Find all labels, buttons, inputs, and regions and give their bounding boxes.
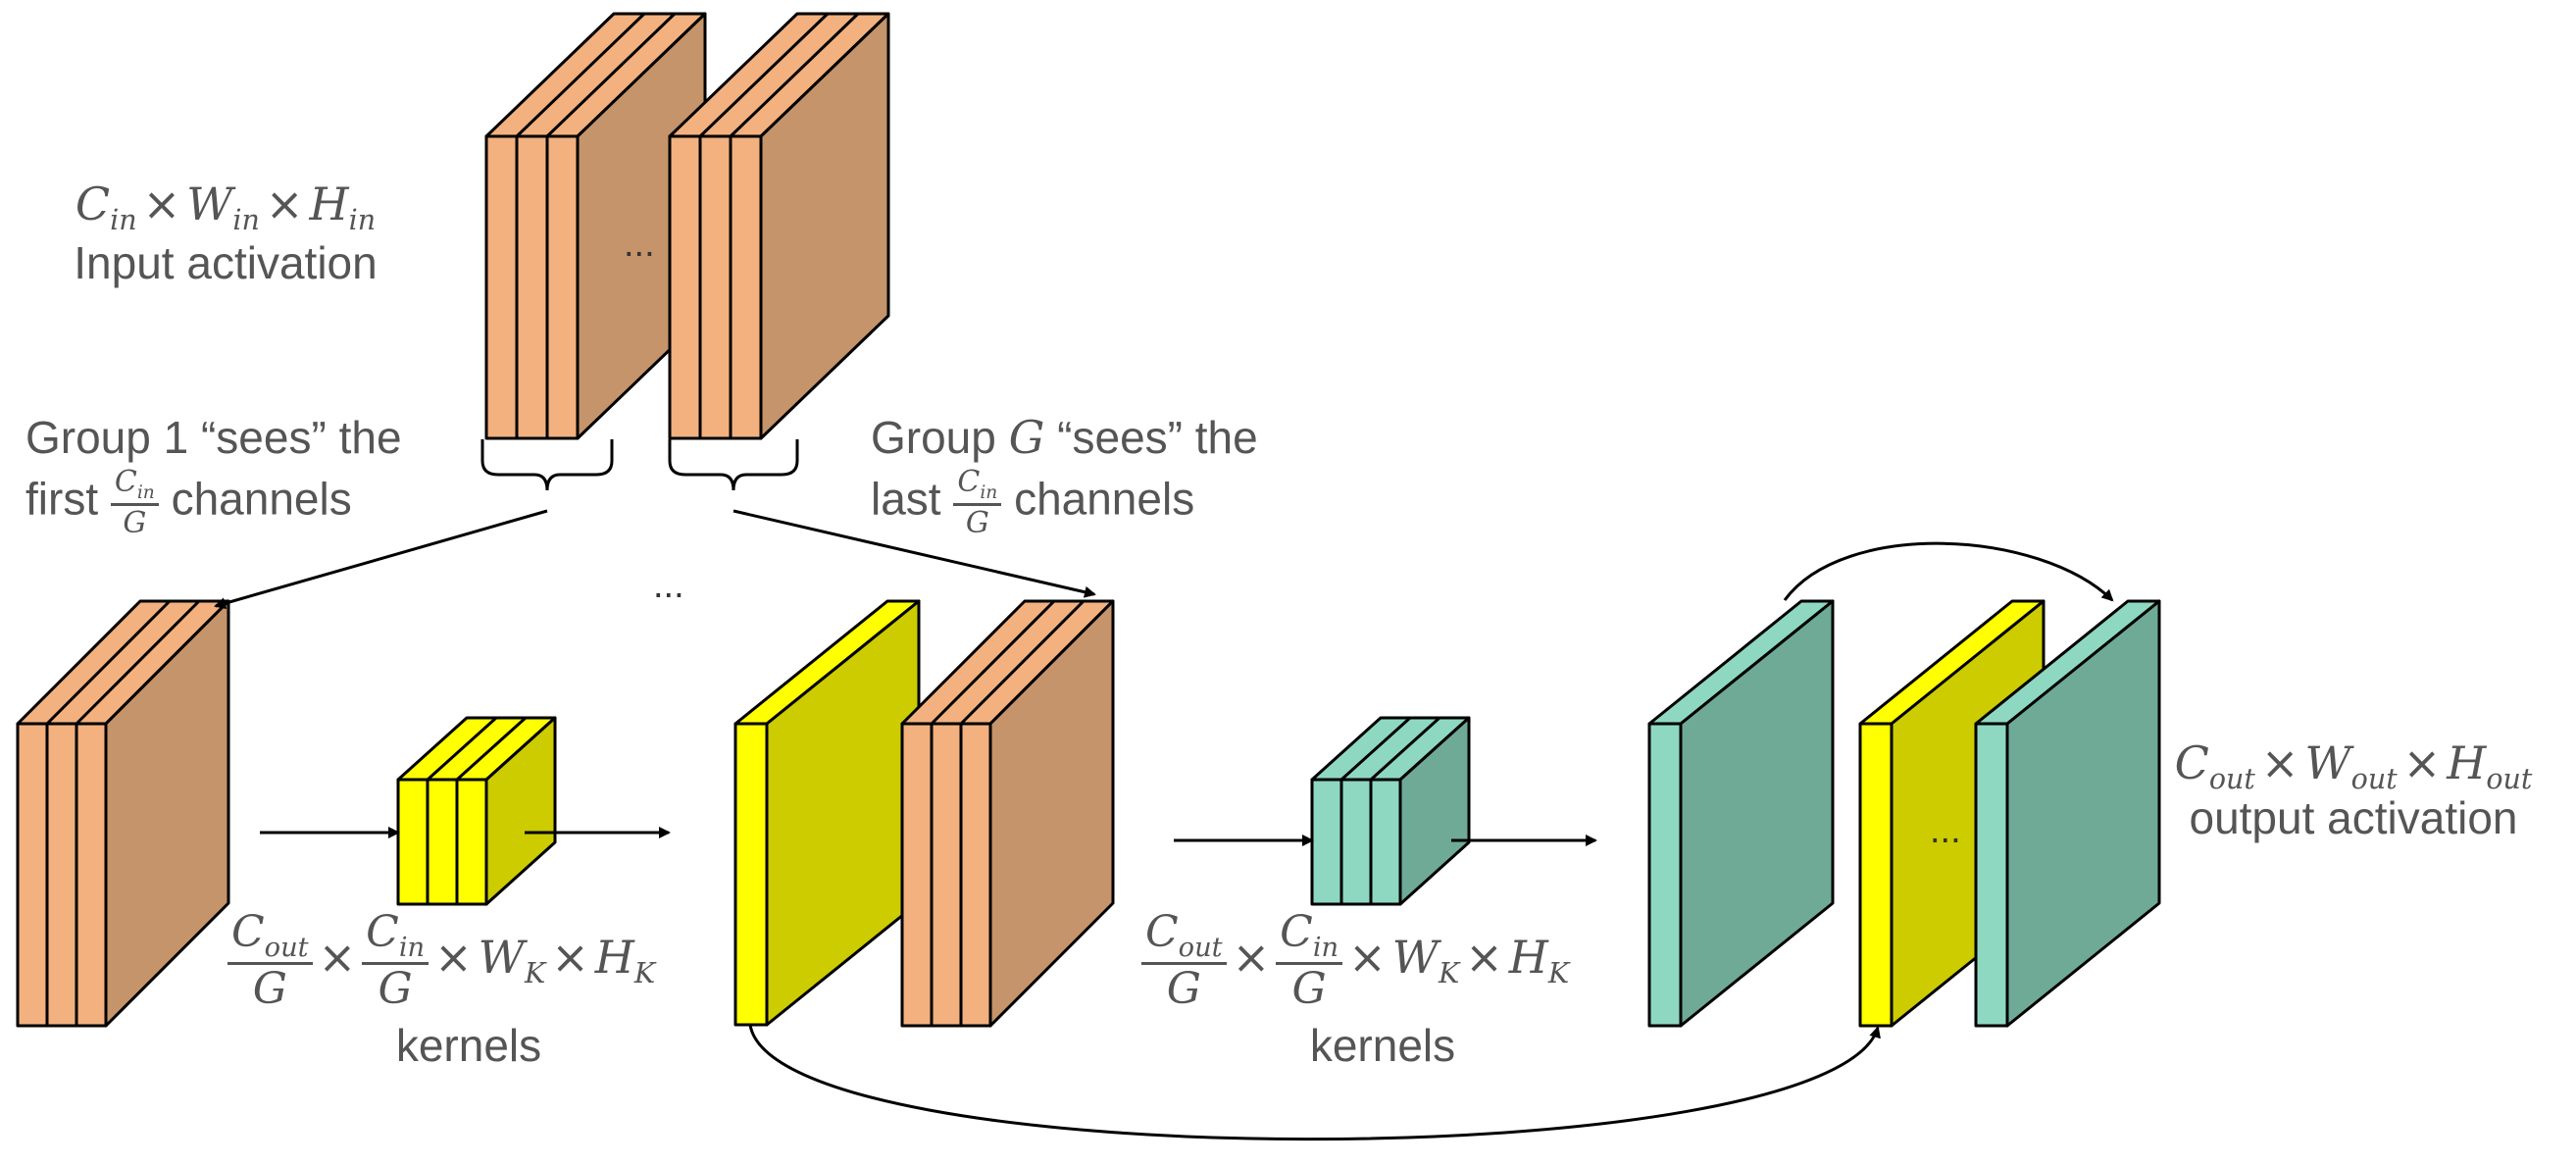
input-group-1-ridge-2 [545,12,677,138]
groupG-input-ridge-1 [930,599,1056,726]
output-activation-caption: output activation [2189,792,2518,843]
groupG-kernel-ridge-1 [1339,716,1412,782]
groupG-output-side [1679,599,1835,1028]
groups-ellipsis: ... [653,565,684,606]
kernels-caption-1: kernels [395,1020,542,1071]
final-output-teal-slab-1 [1974,722,2009,1028]
group1-output-side [765,599,921,1027]
groupG-output-slab-1 [1647,722,1683,1028]
output1-to-final-curve [748,1024,1881,1141]
outputG-to-final-curve [1783,541,2114,602]
group1-kernel-slab-1 [396,778,429,906]
group1-input-slab-2 [45,722,78,1028]
groupG-brace [668,439,799,491]
group1-brace [480,439,614,491]
groupG-kernel-slab-1 [1310,778,1343,906]
input-group-G-slab-2 [698,134,732,440]
input-group-G-ridge-2 [729,12,860,138]
input-activation-caption: Input activation [74,237,378,288]
group1-line1: Group 1 “sees” the [25,412,402,463]
input-dimensions: Cin×Win×Hin [75,177,377,237]
group1-input-ridge-2 [75,599,201,726]
group1-kernel-ridge-2 [455,716,528,782]
input-ellipsis: ... [624,224,655,265]
input-group-G-slab-3 [729,134,763,440]
input-group-1-slab-3 [545,134,580,440]
group1-input-slab-1 [16,722,49,1028]
groupG-input-slab-3 [959,722,992,1028]
group1-kernel-slab-2 [426,778,459,906]
groupG-line1: Group G “sees” the [871,411,1258,464]
input-group-G-ridge-1 [698,12,830,138]
group1-arrow [214,509,548,610]
groupG-input-slab-1 [900,722,934,1028]
group1-output-slab-1 [733,722,769,1027]
group1-input-slab-3 [75,722,108,1028]
groupG-input-slab-2 [930,722,963,1028]
input-group-1-slab-1 [484,134,519,440]
groupG-kernel-slab-3 [1369,778,1402,906]
groupG-kernel-slab-2 [1339,778,1373,906]
output-dimensions: Cout×Wout×Hout [2174,736,2533,796]
input-group-1-ridge-1 [515,12,646,138]
group1-input-ridge-1 [45,599,172,726]
input-group-1-slab-2 [515,134,549,440]
group1-kernel-slab-3 [455,778,488,906]
groupG-arrow [732,509,1096,598]
kernels-caption-G: kernels [1309,1020,1456,1071]
groupG-input-ridge-2 [959,599,1086,726]
final-output-yellow-slab-1 [1858,722,1894,1028]
output-ellipsis: ... [1930,810,1961,851]
input-group-G-slab-1 [668,134,702,440]
groupG-kernel-ridge-2 [1369,716,1441,782]
group1-kernel-ridge-1 [426,716,498,782]
